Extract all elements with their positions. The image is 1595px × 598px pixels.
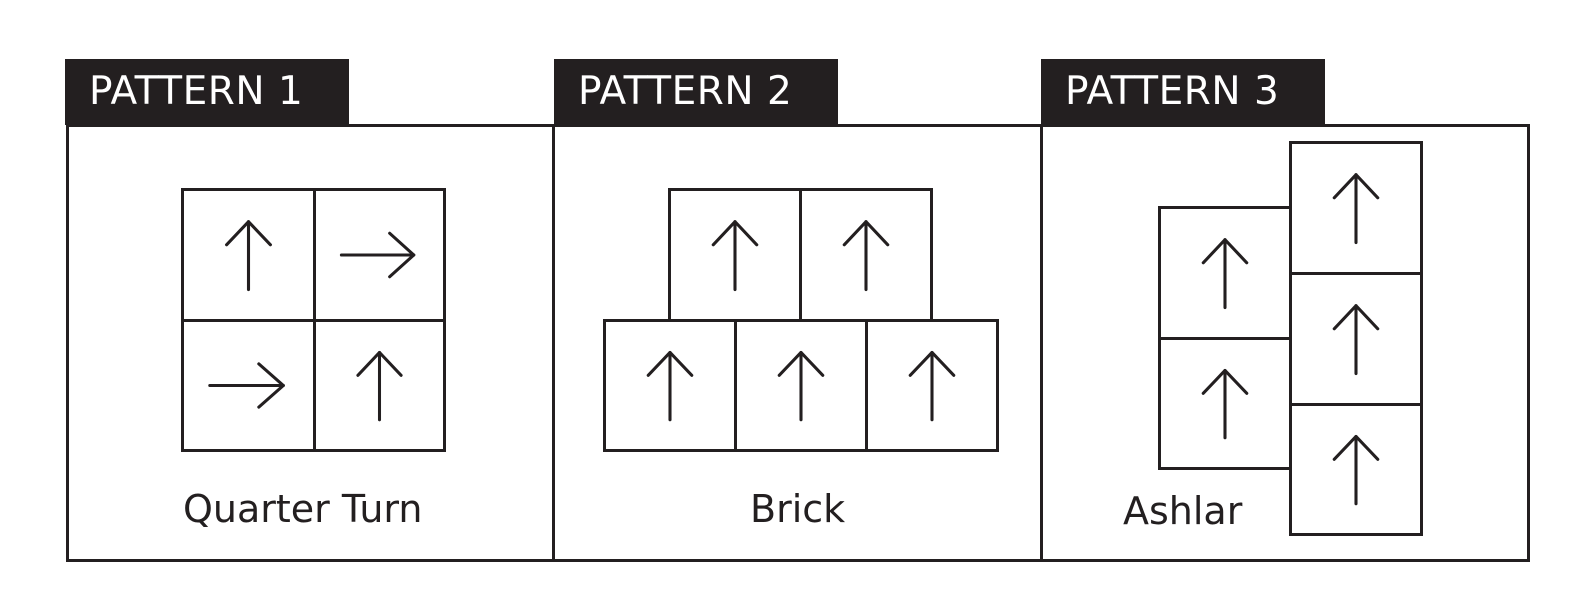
tile — [1289, 272, 1423, 406]
tile — [1158, 206, 1292, 340]
arrow-up-icon — [225, 220, 272, 292]
arrow-up-icon — [356, 350, 403, 422]
pattern-3-label: PATTERN 3 — [1041, 59, 1325, 125]
tile — [734, 319, 868, 452]
tile — [313, 319, 446, 452]
arrow-up-icon — [908, 350, 956, 422]
tile — [603, 319, 737, 452]
tile — [181, 188, 316, 322]
tile — [799, 188, 933, 322]
pattern-1-label: PATTERN 1 — [65, 59, 349, 125]
tile — [181, 319, 316, 452]
tile — [1158, 337, 1292, 470]
panel-divider-2-3 — [1040, 124, 1043, 562]
arrow-right-icon — [208, 362, 285, 409]
pattern-2-caption: Brick — [750, 487, 846, 531]
arrow-right-icon — [339, 231, 416, 279]
patterns-frame — [66, 124, 1530, 562]
pattern-3-caption: Ashlar — [1123, 489, 1243, 533]
tile — [1289, 403, 1423, 536]
arrow-up-icon — [1332, 434, 1380, 506]
arrow-up-icon — [1332, 173, 1380, 245]
arrow-up-icon — [646, 350, 694, 422]
arrow-up-icon — [1201, 238, 1249, 310]
arrow-up-icon — [1332, 304, 1380, 376]
arrow-up-icon — [842, 220, 890, 292]
pattern-2-label: PATTERN 2 — [554, 59, 838, 125]
arrow-up-icon — [1201, 368, 1249, 440]
panel-divider-1-2 — [552, 124, 555, 562]
tile — [668, 188, 802, 322]
tile — [1289, 141, 1423, 275]
arrow-up-icon — [711, 220, 759, 292]
tile — [313, 188, 446, 322]
tile — [865, 319, 999, 452]
pattern-1-caption: Quarter Turn — [183, 487, 423, 531]
arrow-up-icon — [777, 350, 825, 422]
